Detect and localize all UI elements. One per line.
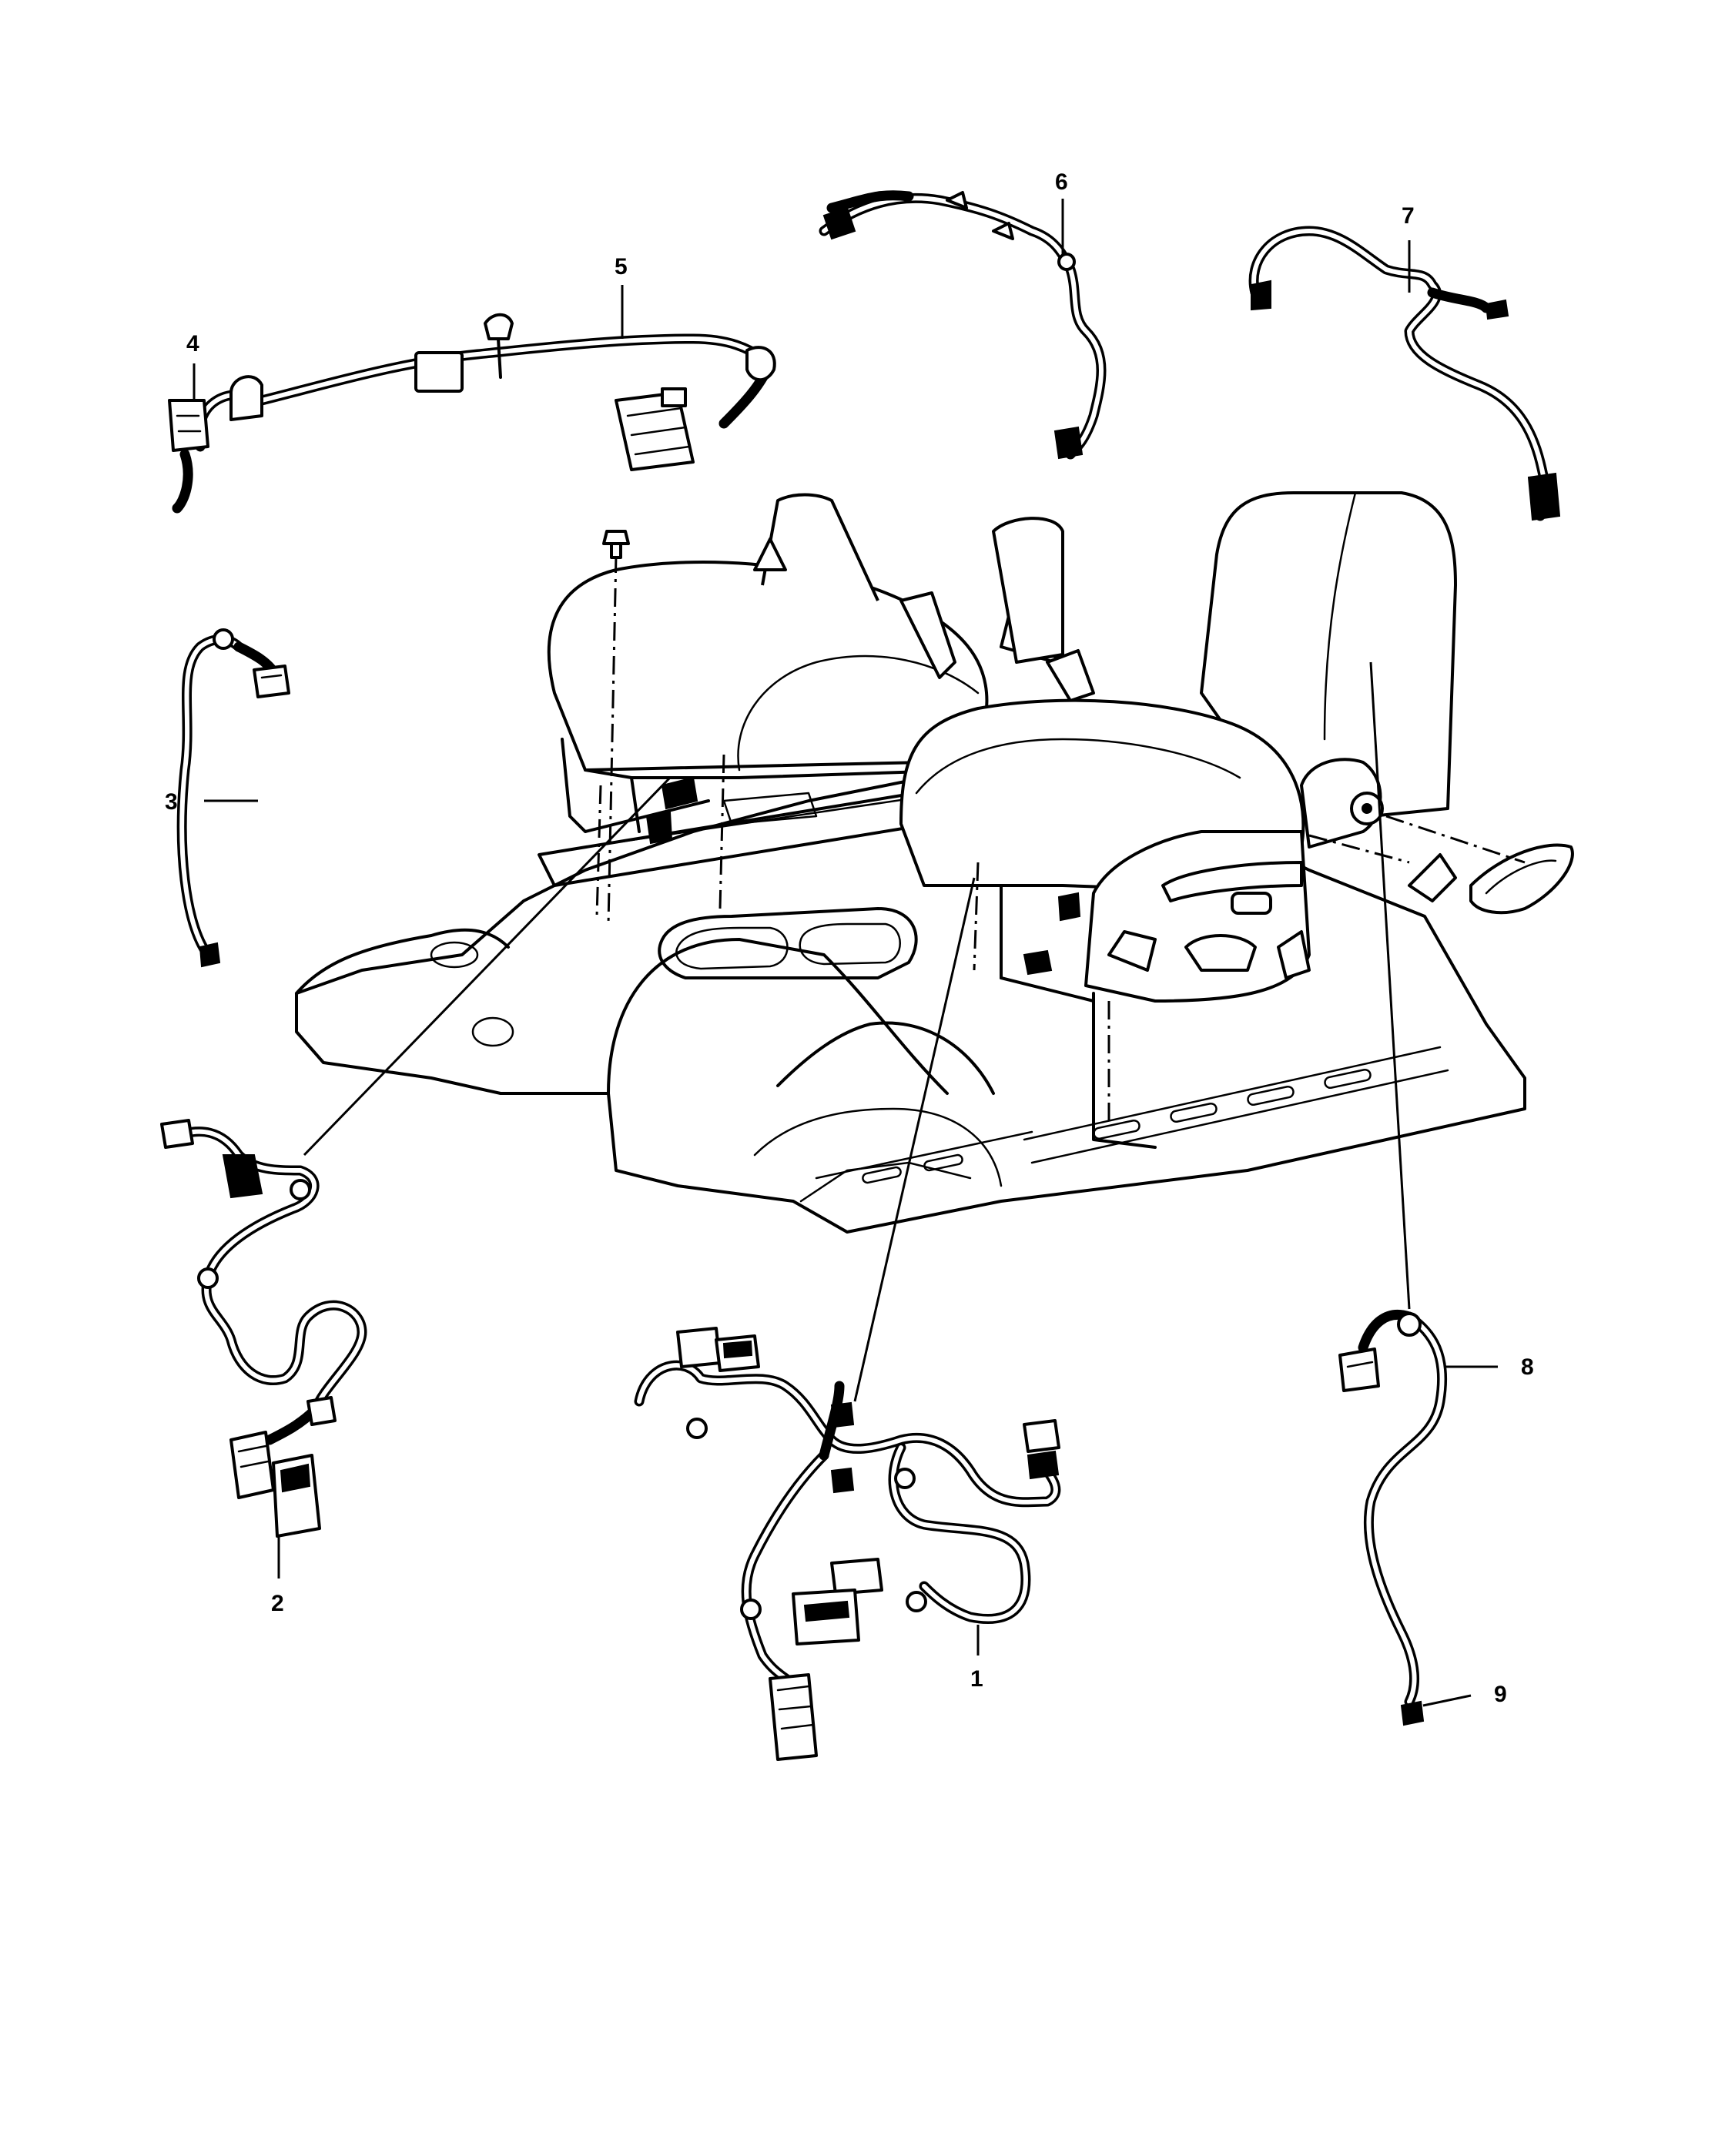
harness-part-7 — [1248, 226, 1561, 521]
harness-part-6 — [819, 190, 1107, 460]
harness-part-3 — [176, 628, 290, 968]
callout-7: 7 — [1402, 203, 1415, 229]
harness-part-5 — [168, 313, 776, 514]
callout-9: 9 — [1494, 1682, 1507, 1707]
callout-8: 8 — [1521, 1354, 1534, 1380]
callout-3: 3 — [165, 789, 178, 815]
callout-4: 4 — [186, 331, 199, 357]
callout-1: 1 — [970, 1666, 983, 1692]
callouts: 1 2 3 4 5 6 7 8 9 — [165, 169, 1534, 1707]
alignment-lines — [595, 554, 1526, 1124]
connector-part-9 — [1400, 1700, 1425, 1726]
harness-part-1 — [634, 1327, 1061, 1761]
callout-2: 2 — [271, 1591, 284, 1616]
callout-6: 6 — [1055, 169, 1068, 195]
harness-part-2 — [160, 1119, 367, 1538]
leader-lines — [193, 199, 1498, 1707]
floor-pan-and-seats — [295, 491, 1574, 1234]
harness-part-8 — [1338, 1309, 1448, 1707]
bolt — [602, 530, 630, 559]
callout-5: 5 — [615, 254, 628, 280]
